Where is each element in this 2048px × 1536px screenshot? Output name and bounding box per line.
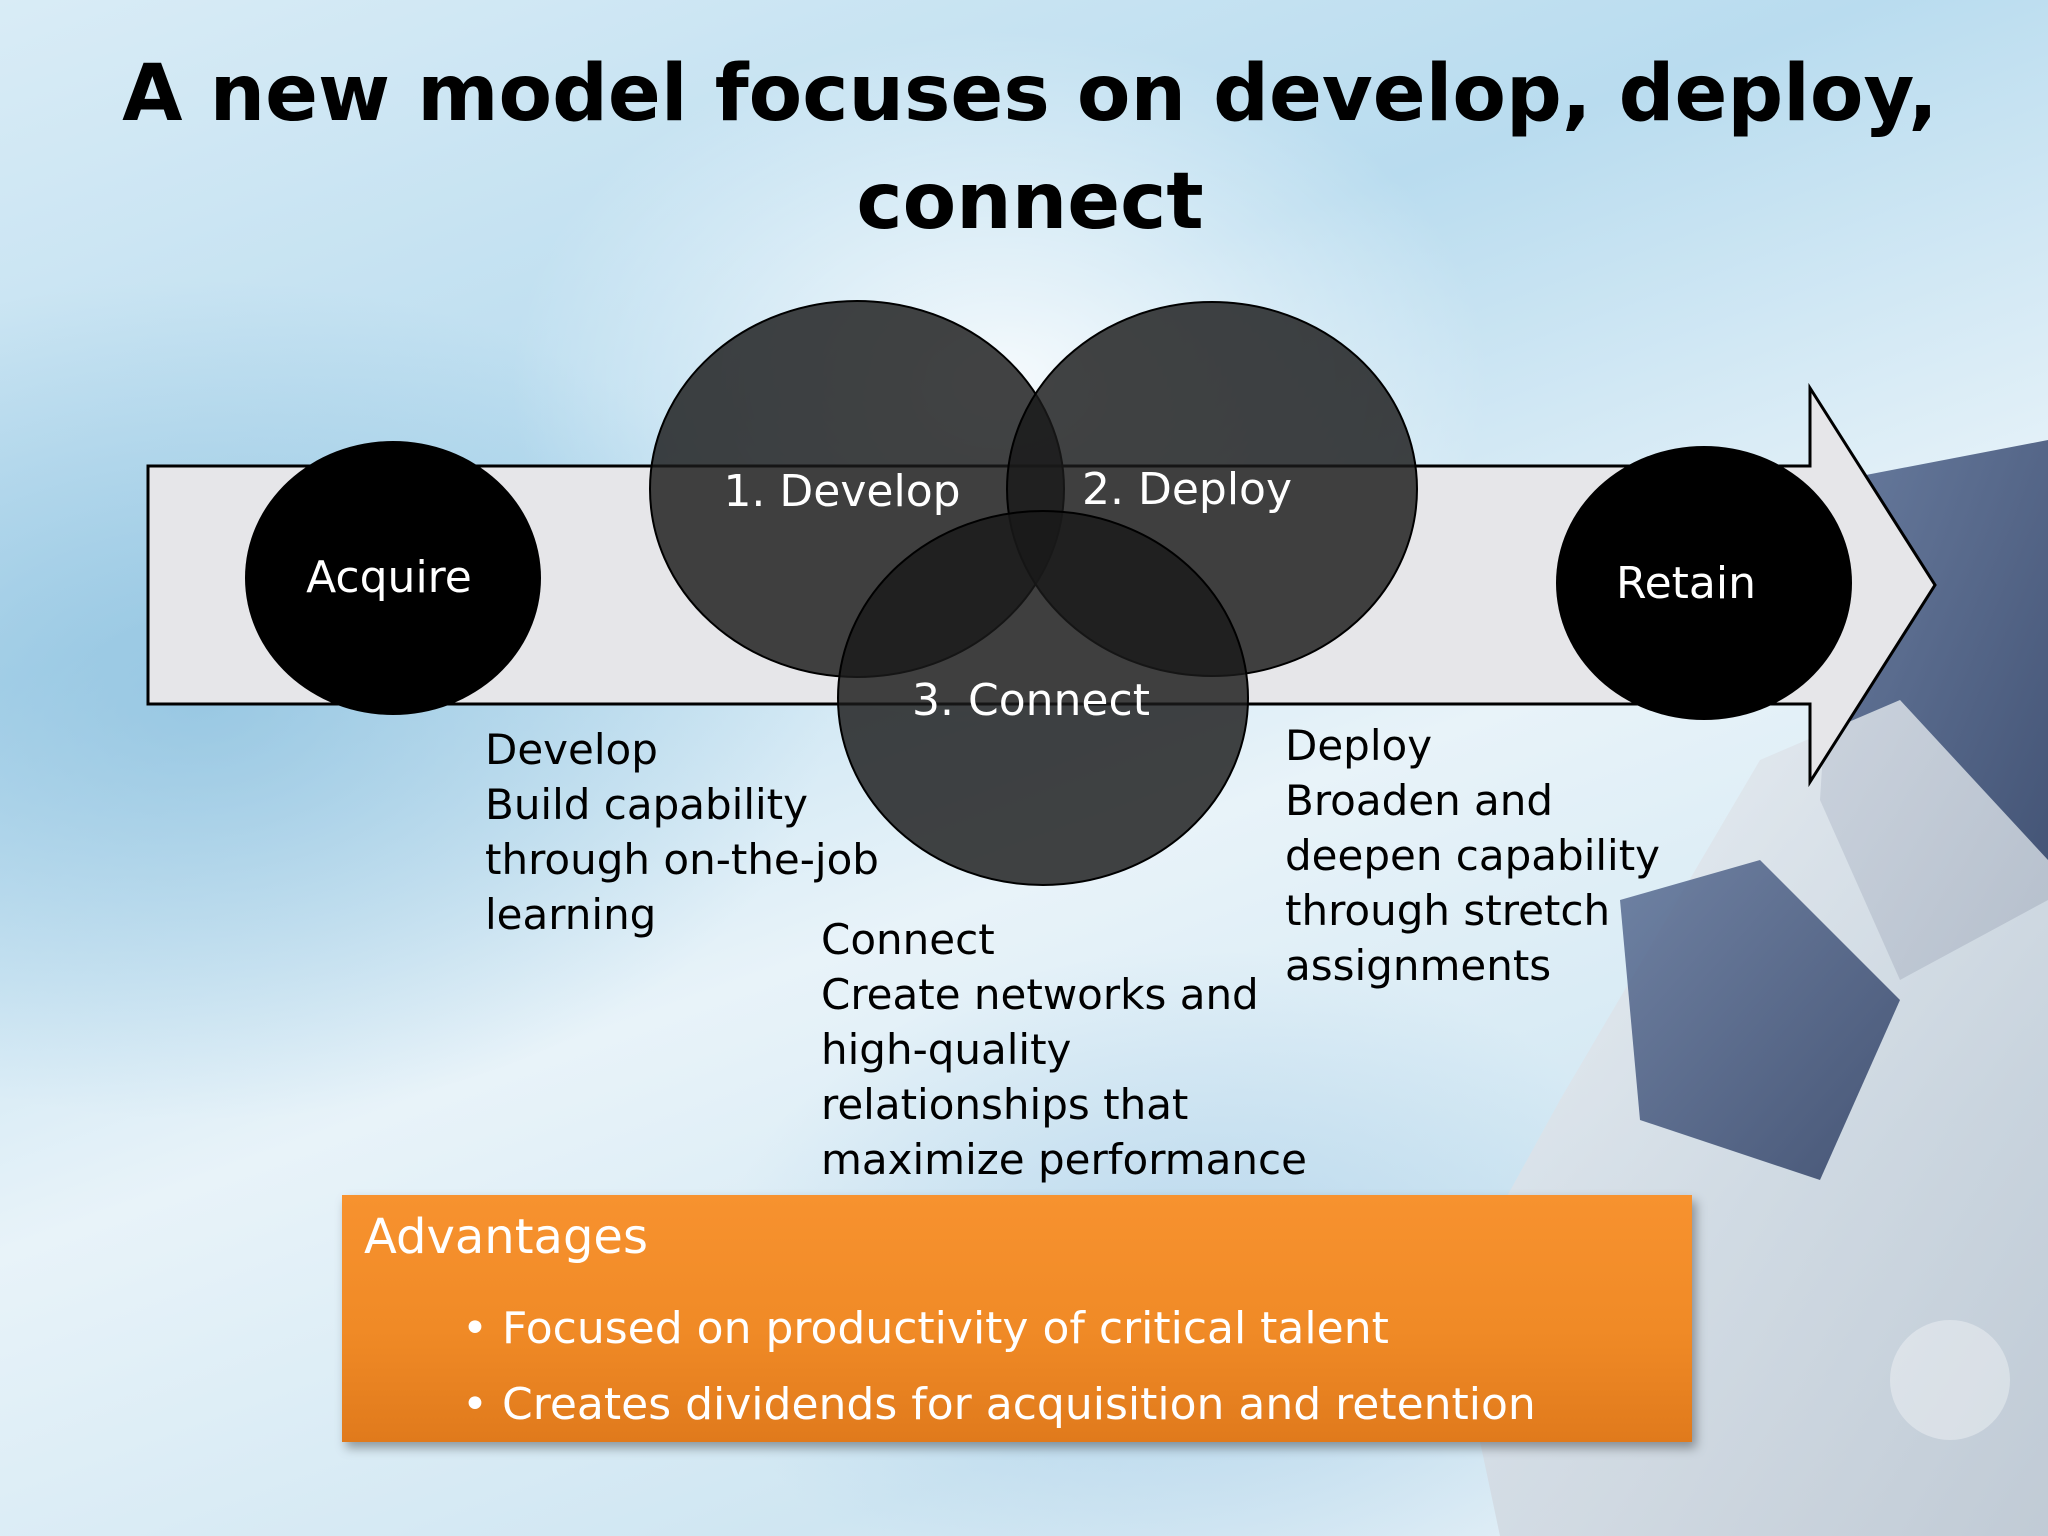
list-item: •Creates dividends for acquisition and r…	[462, 1367, 1536, 1443]
bullet-icon: •	[462, 1303, 488, 1354]
connect-circle	[837, 510, 1249, 886]
slide-title: A new model focuses on develop, deploy, …	[122, 49, 1938, 247]
acquire-node: Acquire	[245, 441, 541, 715]
advantages-box: Advantages •Focused on productivity of c…	[342, 1195, 1692, 1442]
develop-label: 1. Develop	[723, 466, 960, 517]
retain-node: Retain	[1556, 446, 1852, 720]
connect-note: Connect Create networks and high-quality…	[821, 915, 1307, 1184]
advantages-title: Advantages	[364, 1209, 648, 1265]
develop-note: Develop Build capability through on-the-…	[485, 725, 879, 939]
list-item: •Focused on productivity of critical tal…	[462, 1291, 1536, 1367]
deploy-note: Deploy Broaden and deepen capability thr…	[1285, 721, 1661, 990]
advantages-list: •Focused on productivity of critical tal…	[462, 1291, 1536, 1443]
deploy-label: 2. Deploy	[1082, 464, 1292, 515]
retain-label: Retain	[1616, 558, 1756, 609]
acquire-label: Acquire	[306, 552, 472, 603]
bullet-icon: •	[462, 1379, 488, 1430]
connect-label: 3. Connect	[912, 675, 1150, 726]
